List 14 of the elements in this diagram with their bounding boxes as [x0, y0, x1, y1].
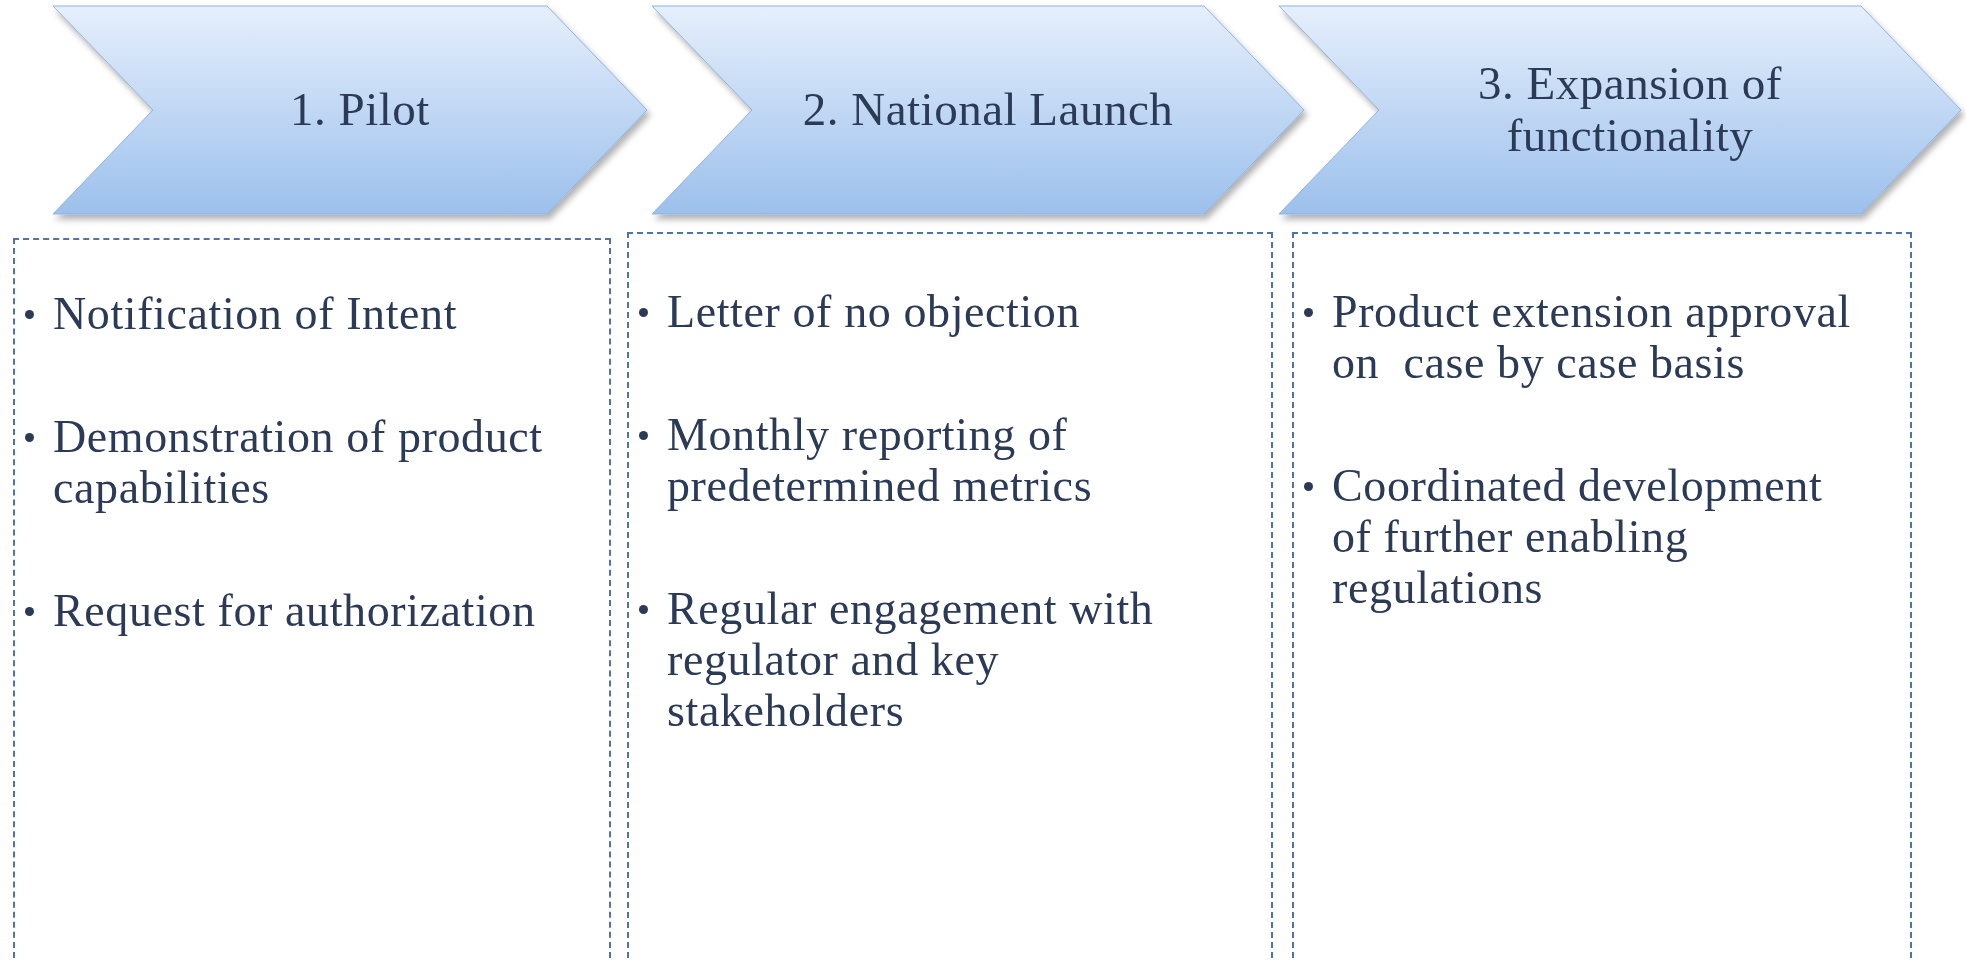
- stage-title: 3. Expansion of functionality: [1477, 58, 1783, 162]
- bullet-text: Request for authorization: [53, 585, 537, 636]
- bullet-text: Letter of no objection: [667, 286, 1081, 337]
- dashed-box: [627, 232, 1273, 960]
- dashed-box: [13, 238, 611, 960]
- bullet-text: Monthly reporting of predetermined metrics: [667, 409, 1094, 511]
- dashed-box: [1292, 232, 1912, 960]
- bullet-text: Coordinated development of further enabling regulations: [1332, 460, 1824, 613]
- bullet-text: Regular engagement with regulator and key stakeholders: [667, 583, 1155, 736]
- bullet-text: Notification of Intent: [53, 288, 459, 339]
- stage-title: 2. National Launch: [802, 84, 1174, 136]
- stage-title: 1. Pilot: [290, 84, 430, 136]
- bullet-text: Product extension approval on case by case basis: [1332, 286, 1852, 388]
- bullet-text: Demonstration of product capabilities: [53, 411, 544, 513]
